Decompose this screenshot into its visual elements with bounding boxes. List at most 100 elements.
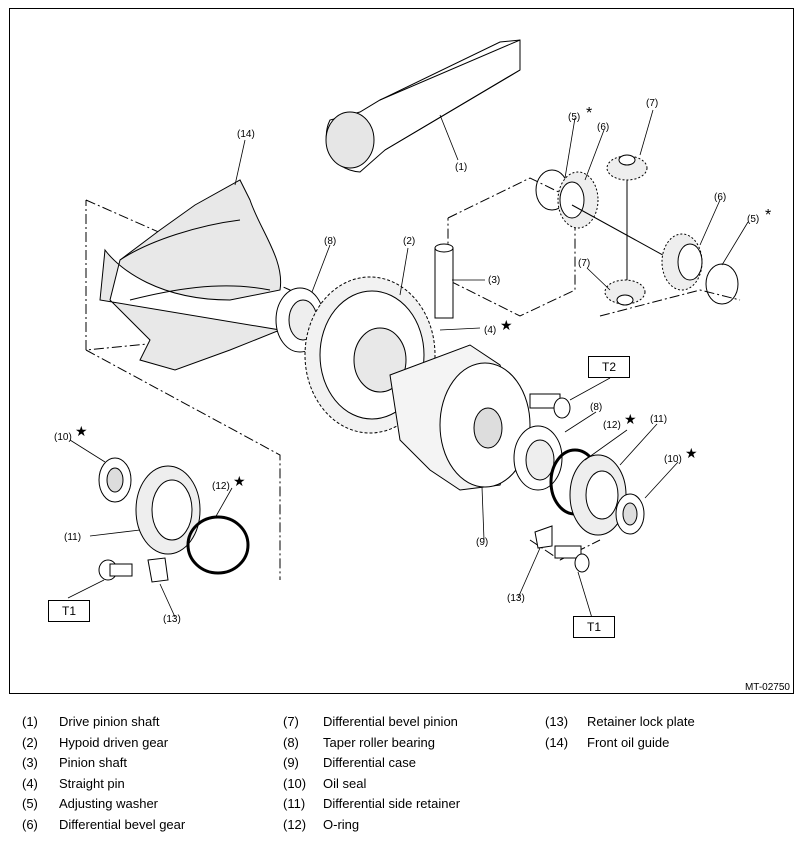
legend-number: (8) bbox=[283, 734, 299, 750]
assembly-line-left-lower bbox=[85, 349, 281, 580]
legend-text: Taper roller bearing bbox=[323, 734, 436, 750]
front-oil-guide bbox=[99, 179, 282, 371]
legend-number: (9) bbox=[283, 755, 299, 771]
legend-number: (6) bbox=[22, 816, 38, 832]
legend-item: (5) Adjusting washer bbox=[22, 796, 185, 817]
star-mark-12-left: ★ bbox=[233, 473, 246, 489]
legend-item: (6) Differential bevel gear bbox=[22, 817, 185, 838]
callout-12-right: (12) bbox=[603, 420, 621, 431]
assembly-line-right bbox=[447, 177, 576, 317]
callout-9: (9) bbox=[476, 537, 488, 548]
callout-10-left: (10) bbox=[54, 432, 72, 443]
legend-text: Differential bevel gear bbox=[59, 816, 186, 832]
legend-item: (8) Taper roller bearing bbox=[283, 735, 460, 756]
legend-number: (14) bbox=[545, 734, 569, 750]
legend-number: (7) bbox=[283, 714, 299, 729]
callout-4: (4) bbox=[484, 325, 496, 336]
legend-column-3: (13) Retainer lock plate (14) Front oil gu… bbox=[545, 714, 695, 755]
legend-item: (4) Straight pin bbox=[22, 776, 185, 797]
callout-13-left: (13) bbox=[163, 614, 181, 625]
callout-labels: (1) (2) (3) (4) (5) (5) (6) (6) (7) (7) … bbox=[54, 98, 771, 625]
asterisk-mark-5-lower: * bbox=[765, 207, 771, 224]
taper-roller-bearing-right bbox=[513, 425, 563, 491]
differential-case bbox=[389, 344, 531, 491]
differential-bevel-gear-lower bbox=[661, 233, 703, 291]
legend-number: (4) bbox=[22, 775, 38, 791]
exploded-view-drawing: (1) (2) (3) (4) (5) (5) (6) (6) (7) (7) … bbox=[54, 39, 771, 625]
differential-side-retainer-left bbox=[135, 465, 201, 555]
figure-id: MT-02750 bbox=[744, 682, 790, 693]
o-ring-left bbox=[186, 515, 250, 575]
callout-8-right: (8) bbox=[590, 402, 602, 413]
tool-label-t1-left: T1 bbox=[48, 600, 90, 622]
pinion-shaft bbox=[434, 243, 454, 319]
star-mark-12-right: ★ bbox=[624, 411, 637, 427]
legend-item: (11) Differential side retainer bbox=[283, 796, 460, 817]
star-mark-4: ★ bbox=[500, 317, 513, 333]
star-mark-10-right: ★ bbox=[685, 445, 698, 461]
legend-number: (11) bbox=[283, 796, 306, 812]
legend-column-2: (7) Differential bevel pinion (8) Taper ro… bbox=[283, 714, 460, 838]
legend-text: Pinion shaft bbox=[59, 755, 127, 771]
tool-label-t1-right: T1 bbox=[573, 616, 615, 638]
legend-number: (10) bbox=[283, 775, 307, 791]
legend-number: (5) bbox=[22, 796, 38, 812]
callout-2: (2) bbox=[403, 236, 415, 247]
legend-text: Differential bevel pinion bbox=[323, 714, 458, 729]
assembly-line-retainer bbox=[529, 539, 601, 561]
legend-number: (12) bbox=[283, 816, 307, 832]
legend-item: (1) Drive pinion shaft bbox=[22, 714, 185, 735]
callout-7-upper: (7) bbox=[646, 98, 658, 109]
legend-number: (3) bbox=[22, 755, 38, 771]
legend-text: Straight pin bbox=[59, 775, 125, 791]
retainer-lock-plate-left bbox=[147, 557, 169, 583]
callout-5-upper: (5) bbox=[568, 112, 580, 123]
adjusting-washer-lower bbox=[705, 263, 739, 305]
retainer-bolt-right-lower bbox=[554, 545, 590, 573]
legend-text: Differential case bbox=[323, 755, 416, 771]
retainer-bolt-left bbox=[98, 559, 133, 581]
legend-item: (10) Oil seal bbox=[283, 776, 460, 797]
legend-number: (13) bbox=[545, 714, 569, 729]
retainer-lock-plate-right bbox=[534, 525, 553, 549]
callout-7-lower: (7) bbox=[578, 258, 590, 269]
differential-bevel-pinion-lower bbox=[604, 279, 646, 306]
callout-5-lower: (5) bbox=[747, 214, 759, 225]
legend-item: (7) Differential bevel pinion bbox=[283, 714, 460, 735]
legend-text: Oil seal bbox=[323, 775, 367, 791]
legend-number: (2) bbox=[22, 734, 38, 750]
legend-text: Hypoid driven gear bbox=[59, 734, 169, 750]
parts-legend: (1) Drive pinion shaft (2) Hypoid driven g… bbox=[0, 710, 804, 840]
legend-text: Differential side retainer bbox=[323, 796, 461, 812]
diagram-frame bbox=[9, 8, 794, 694]
legend-item: (12) O-ring bbox=[283, 817, 460, 838]
legend-text: Front oil guide bbox=[587, 734, 670, 750]
star-mark-10-left: ★ bbox=[75, 423, 88, 439]
asterisk-mark-5-upper: * bbox=[586, 105, 592, 122]
legend-text: Drive pinion shaft bbox=[59, 714, 160, 729]
legend-item: (3) Pinion shaft bbox=[22, 755, 185, 776]
differential-bevel-pinion-upper bbox=[606, 154, 648, 181]
callout-1: (1) bbox=[455, 162, 467, 173]
legend-text: O-ring bbox=[323, 816, 360, 832]
legend-column-1: (1) Drive pinion shaft (2) Hypoid driven g… bbox=[22, 714, 185, 838]
drive-pinion-shaft bbox=[325, 39, 521, 173]
callout-3: (3) bbox=[488, 275, 500, 286]
tool-label-t2: T2 bbox=[588, 356, 630, 378]
oil-seal-left bbox=[98, 457, 132, 503]
differential-bevel-gear-upper bbox=[557, 171, 599, 229]
callout-6-lower: (6) bbox=[714, 192, 726, 203]
legend-item: (13) Retainer lock plate bbox=[545, 714, 695, 735]
legend-number: (1) bbox=[22, 714, 38, 729]
legend-text: Retainer lock plate bbox=[587, 714, 695, 729]
callout-11-right: (11) bbox=[650, 414, 667, 425]
callout-14: (14) bbox=[237, 129, 255, 140]
legend-text: Adjusting washer bbox=[59, 796, 158, 812]
callout-12-left: (12) bbox=[212, 481, 230, 492]
callout-11-left: (11) bbox=[64, 532, 81, 543]
assembly-line-right-lower bbox=[599, 289, 741, 317]
differential-side-retainer-right bbox=[569, 454, 627, 536]
legend-item: (14) Front oil guide bbox=[545, 735, 695, 756]
retainer-bolt-right-upper bbox=[529, 393, 571, 419]
callout-6-upper: (6) bbox=[597, 122, 609, 133]
